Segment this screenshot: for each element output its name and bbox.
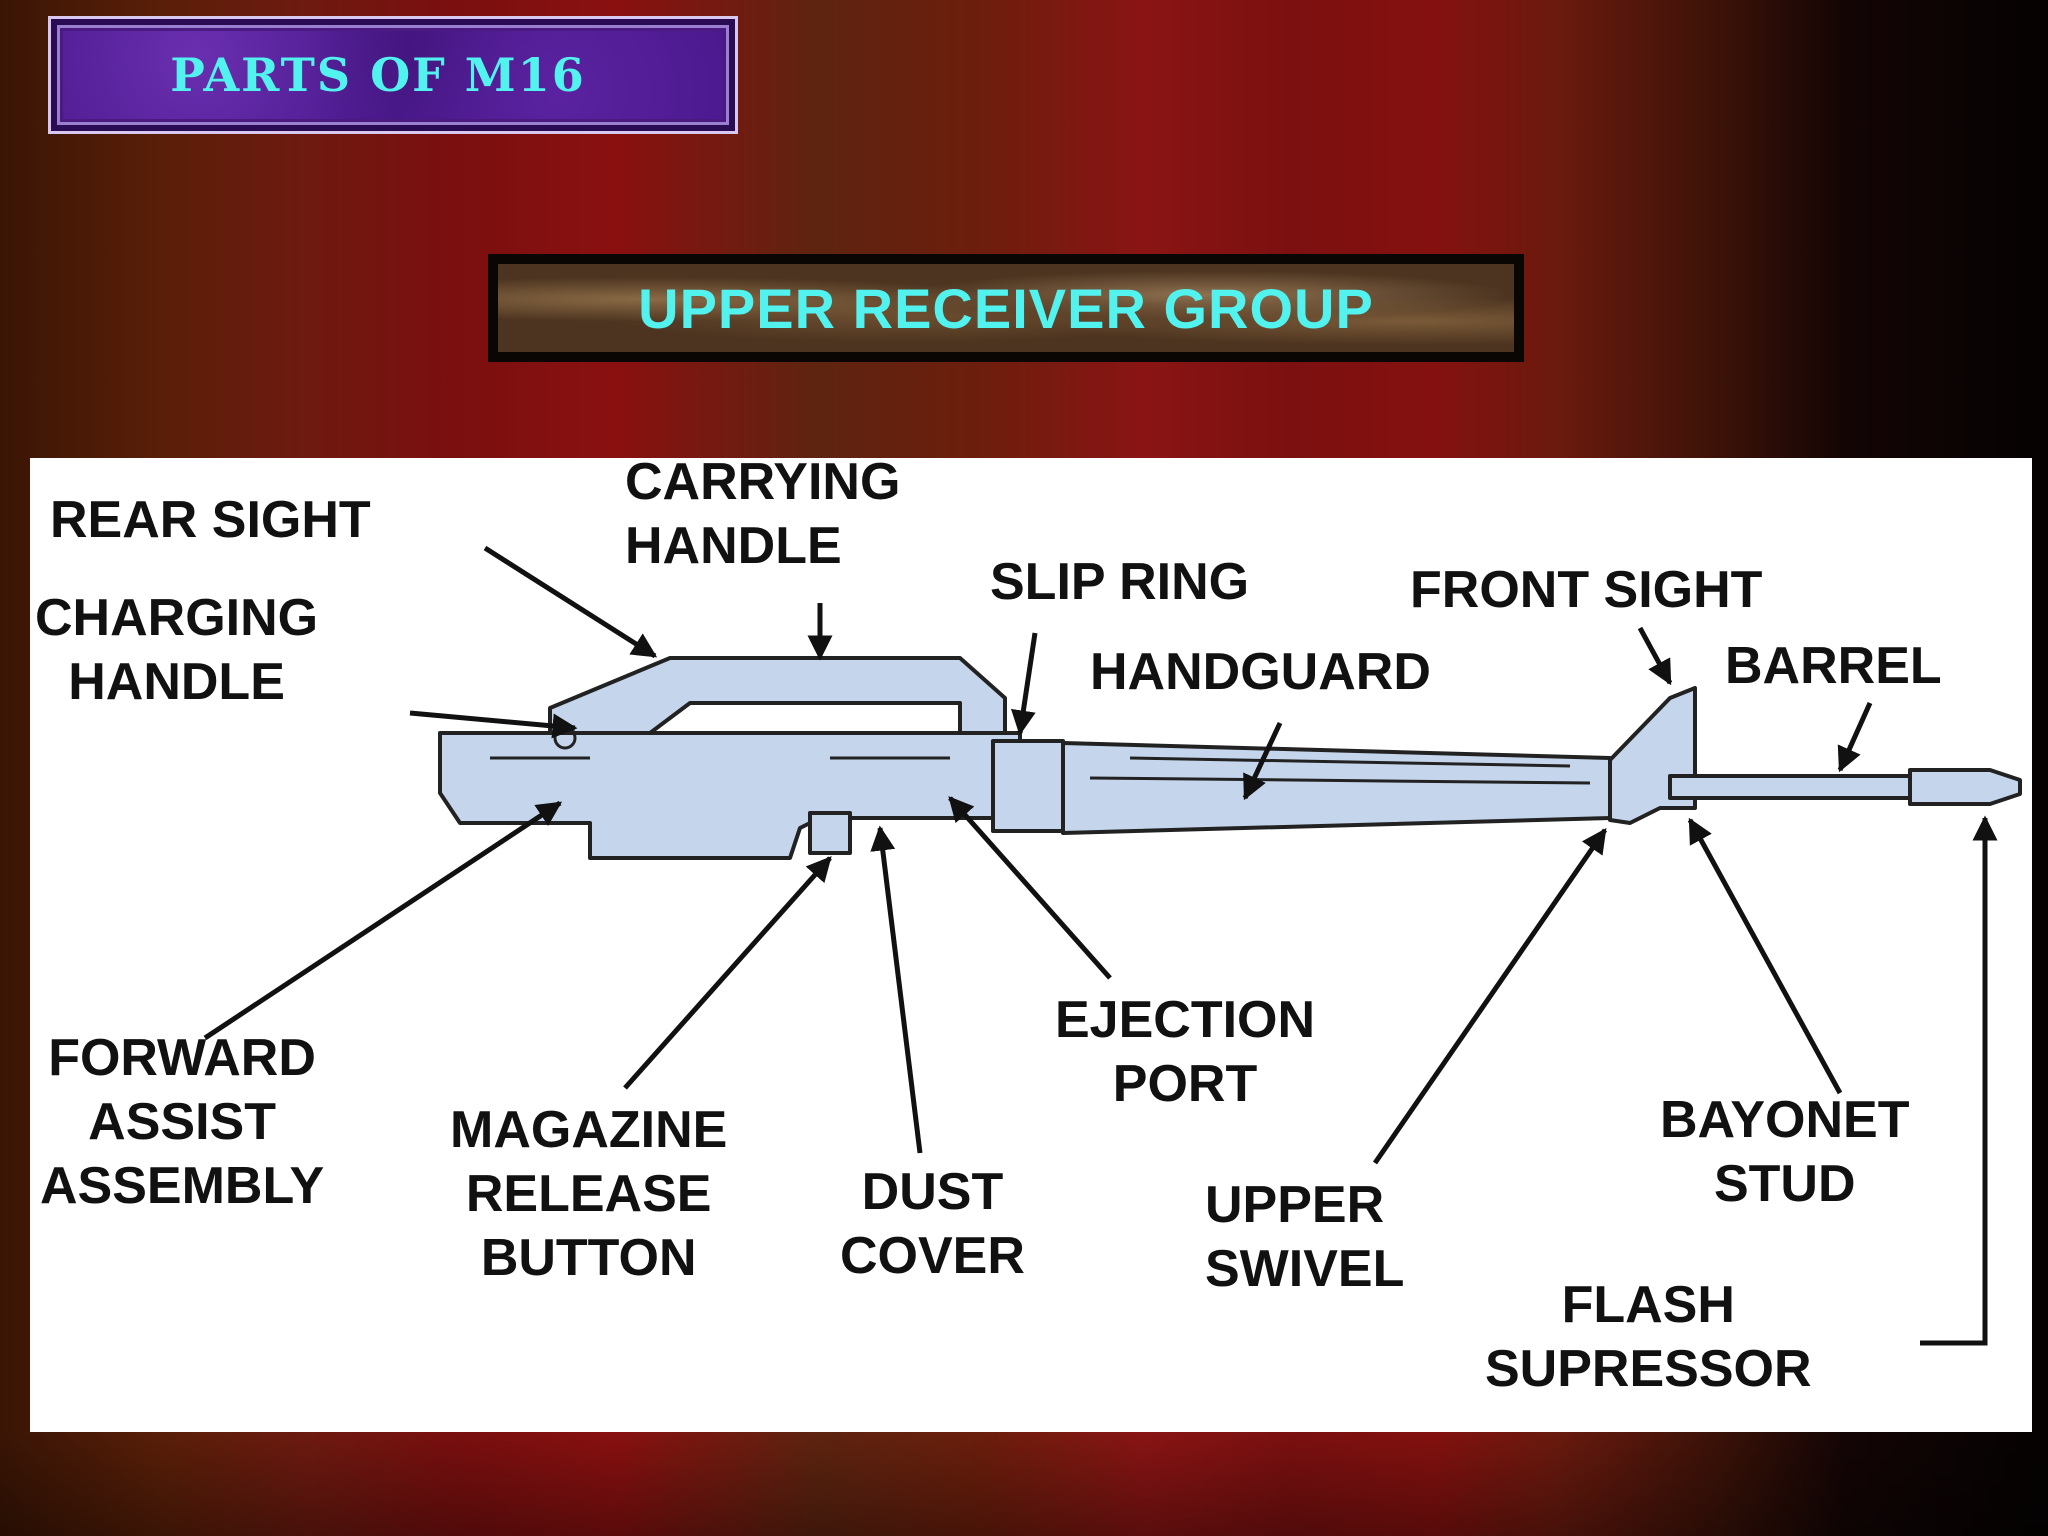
section-heading: UPPER RECEIVER GROUP xyxy=(638,276,1374,340)
label-upper-swivel: UPPER SWIVEL xyxy=(1205,1176,1405,1298)
label-magazine-release: MAGAZINE RELEASE BUTTON xyxy=(450,1101,728,1287)
arrow-magazine-release xyxy=(623,856,832,1090)
front-sight-shape xyxy=(1608,686,1697,825)
title-texture xyxy=(63,31,723,119)
slide-title-box: PARTS OF M16 xyxy=(48,16,738,134)
label-slip-ring: SLIP RING xyxy=(990,553,1250,611)
label-barrel: BARREL xyxy=(1725,637,1942,695)
arrow-slip-ring xyxy=(1010,632,1038,736)
section-heading-box: UPPER RECEIVER GROUP xyxy=(488,254,1524,362)
arrow-charging-handle xyxy=(409,710,578,739)
arrow-flash-suppressor xyxy=(1920,815,1998,1346)
rifle-diagram-panel: REAR SIGHT CARRYING HANDLE CHARGING HAND… xyxy=(30,453,2032,1432)
leader-arrows xyxy=(203,545,1998,1346)
rifle-upper-receiver xyxy=(438,656,2022,860)
rifle-diagram xyxy=(203,545,2022,1346)
arrow-front-sight xyxy=(1637,626,1673,686)
arrow-forward-assist xyxy=(203,800,563,1041)
slide-title: PARTS OF M16 xyxy=(170,48,586,102)
label-forward-assist: FORWARD ASSIST ASSEMBLY xyxy=(40,1029,325,1215)
label-rear-sight: REAR SIGHT xyxy=(50,491,371,549)
arrow-handguard xyxy=(1242,721,1283,801)
label-handguard: HANDGUARD xyxy=(1090,643,1431,701)
arrow-bayonet-stud xyxy=(1687,817,1843,1095)
background-shade xyxy=(0,1430,2048,1536)
label-flash-suppressor: FLASH SUPRESSOR xyxy=(1485,1276,1812,1398)
arrow-barrel xyxy=(1837,701,1873,773)
label-dust-cover: DUST COVER xyxy=(840,1163,1025,1285)
arrow-dust-cover xyxy=(870,825,923,1154)
label-ejection-port: EJECTION PORT xyxy=(1055,991,1316,1113)
slip-ring-shape xyxy=(991,739,1065,833)
label-bayonet-stud: BAYONET STUD xyxy=(1660,1091,1910,1213)
label-carrying-handle: CARRYING HANDLE xyxy=(625,453,901,575)
receiver-body-shape xyxy=(438,731,1022,860)
handguard-shape xyxy=(1061,741,1612,835)
magazine-release-shape xyxy=(808,811,852,855)
arrow-upper-swivel xyxy=(1372,827,1608,1165)
label-charging-handle: CHARGING HANDLE xyxy=(35,589,319,711)
flash-suppressor-shape xyxy=(1908,768,2022,806)
label-front-sight: FRONT SIGHT xyxy=(1410,561,1763,619)
arrow-ejection-port xyxy=(948,796,1112,980)
arrow-rear-sight xyxy=(483,545,658,659)
